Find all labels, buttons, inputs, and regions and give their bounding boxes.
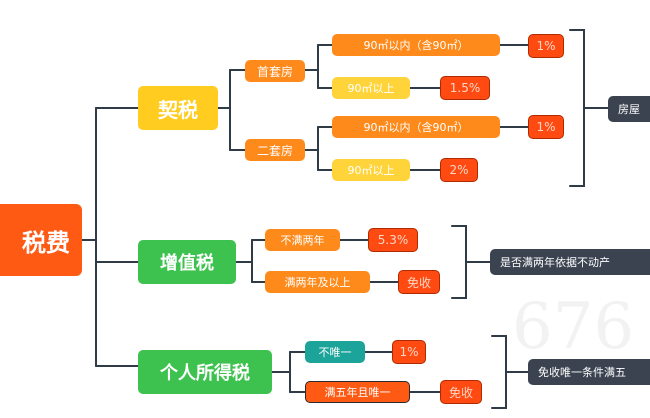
second-home-small-area-node: 90㎡以内（含90㎡） xyxy=(332,116,500,138)
income-bracket xyxy=(491,335,507,409)
deed-tax-node: 契税 xyxy=(138,86,218,130)
first-home-large-area-node: 90㎡以上 xyxy=(332,77,410,99)
vat-over-two-years-rate: 免收 xyxy=(398,270,440,294)
first-home-large-area-rate: 1.5% xyxy=(440,76,490,100)
vat-over-two-years-node: 满两年及以上 xyxy=(265,271,370,293)
deed-bracket xyxy=(569,29,585,187)
first-home-small-area-node: 90㎡以内（含90㎡） xyxy=(332,34,500,56)
income-not-only-home-rate: 1% xyxy=(392,340,426,364)
second-home-large-area-node: 90㎡以上 xyxy=(332,159,410,181)
second-home-small-area-rate: 1% xyxy=(528,115,564,139)
income-five-years-only-home-rate: 免收 xyxy=(440,380,482,404)
income-five-years-only-home-node: 满五年且唯一 xyxy=(305,381,410,403)
vat-under-two-years-node: 不满两年 xyxy=(265,229,340,251)
deed-tax-note: 房屋 xyxy=(608,96,650,122)
vat-under-two-years-rate: 5.3% xyxy=(368,228,418,252)
root-node-tax-fees: 税费 xyxy=(0,204,82,276)
watermark: 676 xyxy=(512,290,635,364)
income-tax-note: 免收唯一条件满五 xyxy=(528,359,650,385)
vat-note: 是否满两年依据不动产 xyxy=(490,249,650,275)
second-home-large-area-rate: 2% xyxy=(440,158,478,182)
first-home-small-area-rate: 1% xyxy=(528,34,564,58)
vat-bracket xyxy=(451,225,467,299)
vat-node: 增值税 xyxy=(138,240,236,284)
first-home-node: 首套房 xyxy=(245,60,305,82)
income-tax-node: 个人所得税 xyxy=(138,350,272,394)
second-home-node: 二套房 xyxy=(245,139,305,161)
income-not-only-home-node: 不唯一 xyxy=(305,341,365,363)
